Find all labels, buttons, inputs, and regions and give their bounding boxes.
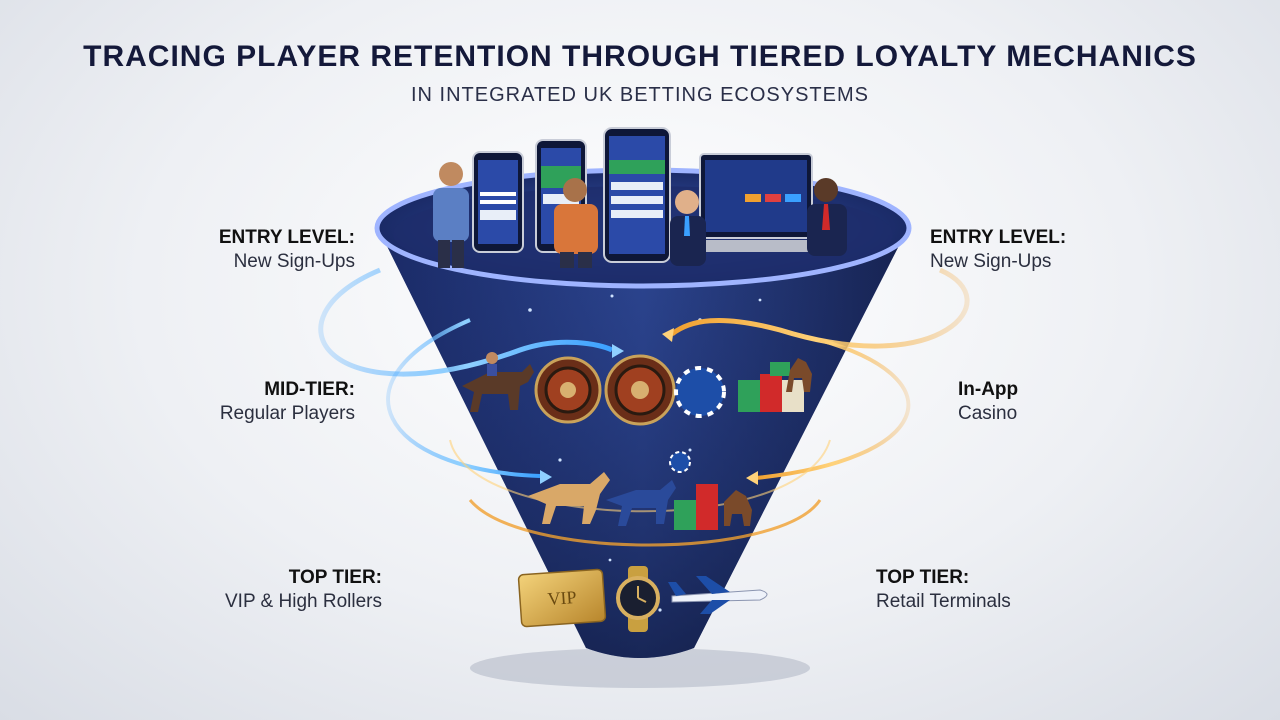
label-right-mid: In-App Casino [958, 378, 1108, 426]
label-left-entry: ENTRY LEVEL: New Sign-Ups [200, 226, 355, 274]
chips-icon [670, 452, 690, 472]
vip-card-text: VIP [547, 587, 577, 609]
label-left-top: TOP TIER: VIP & High Rollers [170, 566, 382, 614]
label-left-mid: MID-TIER: Regular Players [190, 378, 355, 426]
vip-card-icon: VIP [518, 569, 605, 627]
roulette-icon [606, 356, 674, 424]
roulette-icon [536, 358, 600, 422]
label-right-top: TOP TIER: Retail Terminals [876, 566, 1076, 614]
label-right-entry: ENTRY LEVEL: New Sign-Ups [930, 226, 1130, 274]
